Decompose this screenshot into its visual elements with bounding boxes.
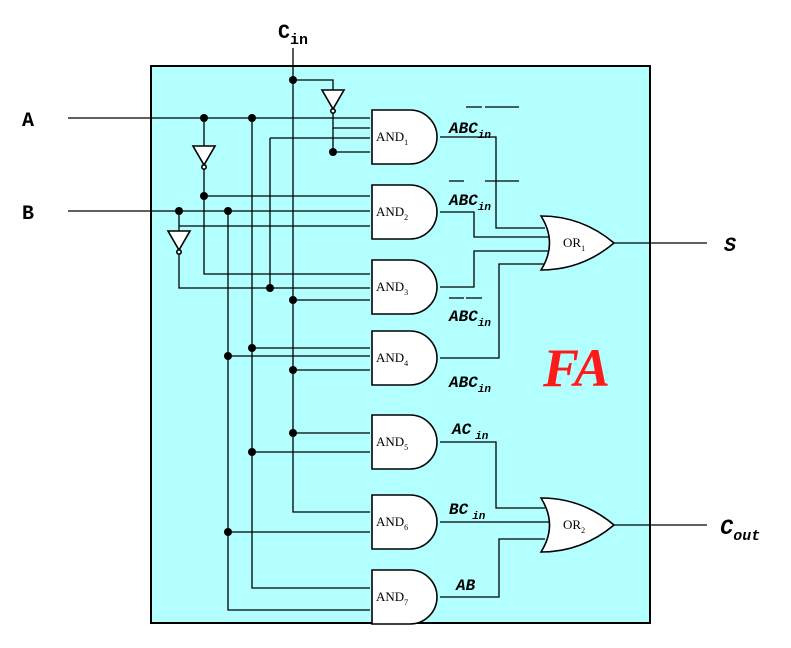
input-b-label: B (22, 203, 34, 226)
and-gate-7: AND7 (371, 569, 438, 625)
svg-text:AND6: AND6 (376, 514, 408, 532)
svg-text:AND1: AND1 (376, 129, 408, 147)
svg-text:AND3: AND3 (376, 279, 408, 297)
term-label-3: ABCin (448, 308, 491, 330)
or-gate-1: OR1 (539, 215, 616, 271)
output-cout-label: Cout (720, 516, 760, 545)
not-gate-b (166, 230, 192, 256)
svg-text:AND5: AND5 (376, 434, 408, 452)
and-gate-2: AND2 (371, 184, 438, 240)
and-gate-4: AND4 (371, 330, 438, 386)
or-gate-2: OR2 (539, 497, 616, 553)
svg-text:AND2: AND2 (376, 204, 408, 222)
and-gate-5: AND5 (371, 414, 438, 470)
junction-dots (175, 76, 337, 536)
output-s-label: S (724, 235, 736, 258)
and-gate-3: AND3 (371, 259, 438, 315)
svg-text:AND4: AND4 (376, 350, 408, 368)
and-gate-1: AND1 (371, 109, 438, 165)
term-label-1: ABCin (448, 120, 491, 142)
not-gate-cin (320, 89, 346, 115)
term-label-4: ABCin (448, 374, 491, 396)
fa-label: FA (542, 338, 610, 398)
term-label-7: AB (455, 577, 476, 595)
svg-text:OR1: OR1 (563, 235, 585, 253)
input-cin-label: Cin (278, 22, 308, 49)
and-gate-6: AND6 (371, 494, 438, 550)
not-gate-a (191, 145, 217, 171)
input-a-label: A (22, 110, 34, 133)
wires (68, 48, 707, 611)
svg-text:OR2: OR2 (563, 517, 585, 535)
svg-text:AND7: AND7 (376, 589, 408, 607)
term-label-2: ABCin (448, 192, 491, 214)
